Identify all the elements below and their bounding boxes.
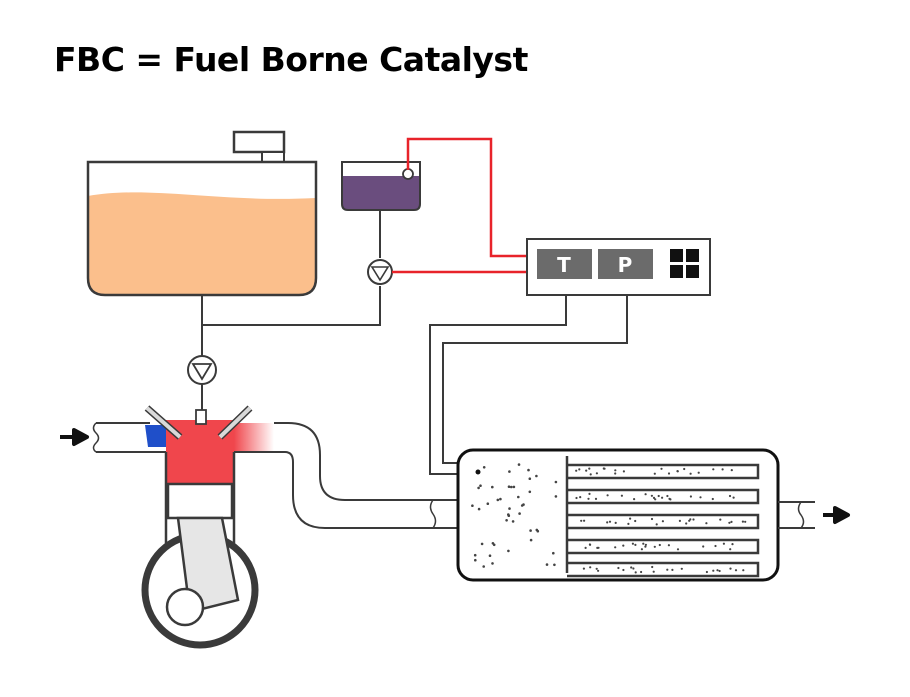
fuel-pump-icon xyxy=(191,363,213,381)
temperature-sensor-box xyxy=(537,249,592,279)
fuel-pump xyxy=(187,355,217,385)
injector-icon xyxy=(195,409,207,425)
outlet-break-icon xyxy=(797,501,805,529)
level-sensor-icon xyxy=(402,168,414,180)
exhaust-port-heat xyxy=(234,423,274,452)
additive-pump xyxy=(367,259,393,285)
crankshaft-icon xyxy=(165,587,205,627)
filter-channels xyxy=(565,456,760,578)
pressure-sensor-box xyxy=(598,249,653,279)
fuel-tank-neck xyxy=(261,151,285,163)
additive-level xyxy=(342,176,420,210)
intake-break-icon xyxy=(92,422,100,453)
sensor-wires xyxy=(429,295,628,475)
exhaust-valve-icon xyxy=(218,406,252,439)
temperature-label: T xyxy=(557,253,571,277)
controller-unit: T P xyxy=(526,238,711,296)
exhaust-pipe xyxy=(274,422,458,529)
soot-particles xyxy=(471,463,747,574)
fuel-level xyxy=(88,192,316,295)
intake-valve-icon xyxy=(145,406,182,439)
intake-arrow-icon xyxy=(60,428,89,446)
fuel-tank-body xyxy=(86,160,318,297)
additive-pump-icon xyxy=(370,266,390,282)
additive-tank-body xyxy=(341,161,421,211)
outlet-pipe xyxy=(778,501,815,529)
signal-wires xyxy=(392,137,527,274)
fuel-tank xyxy=(86,130,318,297)
sensor-probe-icon xyxy=(475,469,481,475)
exhaust-break-icon xyxy=(429,499,437,529)
piston-icon xyxy=(166,482,234,520)
pressure-label: P xyxy=(618,253,633,277)
page-title: FBC = Fuel Borne Catalyst xyxy=(54,40,528,79)
outlet-arrow-icon xyxy=(823,506,850,524)
connecting-rod-icon xyxy=(176,516,240,614)
fuel-line xyxy=(201,286,381,410)
engine xyxy=(141,405,285,649)
keypad-icon xyxy=(670,249,699,278)
fuel-tank-cap xyxy=(232,130,286,154)
particulate-filter xyxy=(456,448,780,582)
additive-tank xyxy=(341,161,421,211)
